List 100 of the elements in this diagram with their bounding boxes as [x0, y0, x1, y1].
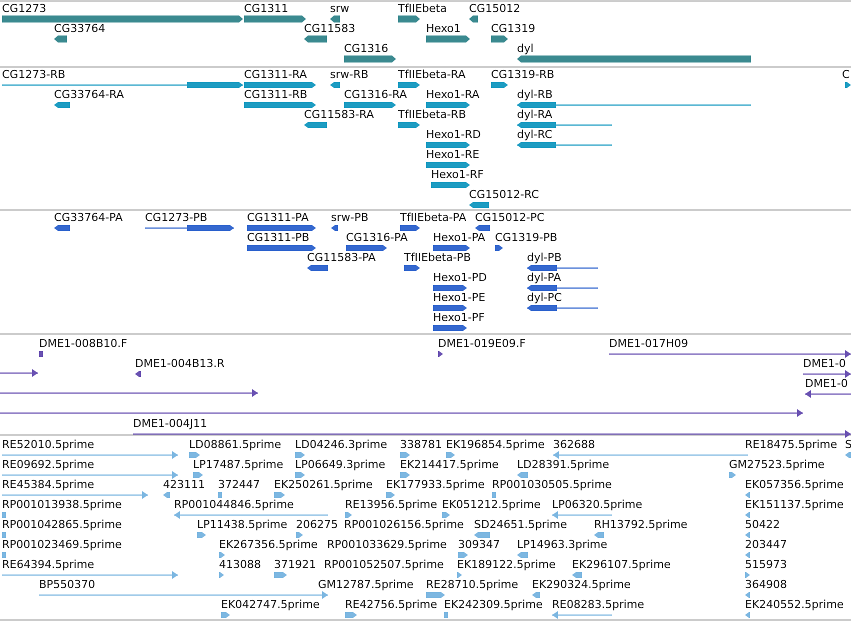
feature-label: RP001044846.5prime	[174, 498, 294, 511]
feature-label: CG1273-RB	[2, 68, 66, 81]
feature-label: TfIIEbeta-RB	[398, 108, 466, 121]
feature-label: RE64394.5prime	[2, 558, 94, 571]
feature-label: 309347	[458, 538, 500, 551]
feature-label: TfIIEbeta-RA	[398, 68, 466, 81]
feature-label: RE18475.5prime	[745, 438, 838, 451]
feature-label: Hexo1-PE	[433, 291, 486, 304]
feature-label: SD24651.5prime	[474, 518, 567, 531]
feature-label: CG1311	[244, 2, 288, 15]
feature-label: Hexo1-RE	[426, 148, 480, 161]
feature-label: CG1273	[2, 2, 46, 15]
feature-label: 338781	[400, 438, 442, 451]
feature-label: EK214417.5prime	[400, 458, 499, 471]
feature-label: RE45384.5prime	[2, 478, 94, 491]
feature-label: EK057356.5prime	[745, 478, 844, 491]
feature-label: EK051212.5prime	[442, 498, 541, 511]
feature-label: CG1311-RB	[244, 88, 308, 101]
feature-label: GM12787.5prime	[318, 578, 414, 591]
feature-label: 50422	[745, 518, 780, 531]
feature-label: EK290324.5prime	[532, 578, 631, 591]
feature-label: EK189122.5prime	[457, 558, 556, 571]
feature-label: Hexo1-PA	[433, 231, 486, 244]
feature-label: CG1319-RB	[491, 68, 554, 81]
feature-label: EK296107.5prime	[572, 558, 671, 571]
feature-label: CG1316-RA	[344, 88, 407, 101]
feature-label: Hexo1-PF	[433, 311, 485, 324]
feature-label: 362688	[553, 438, 595, 451]
feature-label: LP17487.5prime	[193, 458, 284, 471]
feature-label: BP550370	[39, 578, 96, 591]
feature-label: LP06649.3prime	[295, 458, 386, 471]
feature-label: CG1319	[491, 22, 536, 35]
feature-label: LD28391.5prime	[517, 458, 610, 471]
feature-label: CG33764-RA	[54, 88, 124, 101]
feature-label: RE28710.5prime	[426, 578, 518, 591]
feature-label: dyl-RA	[517, 108, 552, 121]
feature-label: Hexo1	[426, 22, 461, 35]
feature-label: RP001052507.5prime	[324, 558, 444, 571]
feature-label: CG15012-PC	[475, 211, 544, 224]
feature-label: EK196854.5prime	[446, 438, 545, 451]
feature-label: dyl-PC	[527, 291, 562, 304]
feature-label: LP06320.5prime	[552, 498, 642, 511]
feature-label: LD04246.3prime	[295, 438, 388, 451]
feature-label: RP001013938.5prime	[2, 498, 122, 511]
feature-label: CG11583-RA	[304, 108, 374, 121]
feature-label: TfIIEbeta-PB	[404, 251, 471, 264]
feature-label: DME1-017H09	[609, 337, 688, 350]
feature-label: DME1-0	[805, 377, 848, 390]
feature-label: CG1273-PB	[145, 211, 208, 224]
feature-label: LP11438.5prime	[197, 518, 288, 531]
feature-label: dyl-PA	[527, 271, 561, 284]
feature-label: dyl-RB	[517, 88, 553, 101]
feature-label: RP001030505.5prime	[492, 478, 612, 491]
feature-label: CG1311-RA	[244, 68, 307, 81]
feature-label: RE09692.5prime	[2, 458, 94, 471]
feature-label: Hexo1-RA	[426, 88, 480, 101]
feature-label: RE13956.5prime	[345, 498, 438, 511]
feature-label: GM27523.5prime	[729, 458, 825, 471]
feature-label: S	[845, 438, 851, 451]
feature-label: CG33764-PA	[54, 211, 123, 224]
feature-label: 372447	[218, 478, 260, 491]
feature-label: LD08861.5prime	[189, 438, 282, 451]
feature-label: EK177933.5prime	[386, 478, 485, 491]
feature-label: CG1319-PB	[495, 231, 558, 244]
feature-label: dyl	[517, 42, 534, 55]
feature-label: CG1316	[344, 42, 388, 55]
feature-label: CG15012	[469, 2, 520, 15]
feature-label: RP001026156.5prime	[344, 518, 464, 531]
feature-label: RE08283.5prime	[552, 598, 644, 611]
feature-label: TfIIEbeta	[398, 2, 447, 15]
feature-label: 423111	[163, 478, 205, 491]
feature-label: RP001023469.5prime	[2, 538, 122, 551]
feature-label: 206275	[296, 518, 338, 531]
feature-label: DME1-0	[803, 357, 846, 370]
feature-label: EK240552.5prime	[745, 598, 844, 611]
feature-label: srw-PB	[331, 211, 368, 224]
feature-label: EK042747.5prime	[221, 598, 320, 611]
feature-label: Hexo1-RD	[426, 128, 481, 141]
feature-label: CG11583	[304, 22, 356, 35]
feature-label: TfIIEbeta-PA	[400, 211, 466, 224]
feature-label: EK267356.5prime	[219, 538, 318, 551]
feature-label: RP001042865.5prime	[2, 518, 122, 531]
feature-label: CG11583-PA	[307, 251, 376, 264]
feature-label: 413088	[219, 558, 261, 571]
feature-label: RH13792.5prime	[594, 518, 688, 531]
feature-label: 371921	[274, 558, 316, 571]
feature-label: RE42756.5prime	[345, 598, 438, 611]
feature-label: DME1-008B10.F	[39, 337, 128, 350]
feature-label: 364908	[745, 578, 787, 591]
feature-label: EK242309.5prime	[444, 598, 543, 611]
feature-label: C	[842, 68, 850, 81]
feature-label: srw	[330, 2, 350, 15]
feature-label: CG1316-PA	[346, 231, 408, 244]
feature-label: CG1311-PB	[247, 231, 310, 244]
feature-label: dyl-RC	[517, 128, 552, 141]
feature-label: RP001033629.5prime	[327, 538, 447, 551]
feature-label: EK151137.5prime	[745, 498, 844, 511]
feature-label: LP14963.3prime	[517, 538, 608, 551]
feature-label: 515973	[745, 558, 787, 571]
feature-label: EK250261.5prime	[274, 478, 373, 491]
